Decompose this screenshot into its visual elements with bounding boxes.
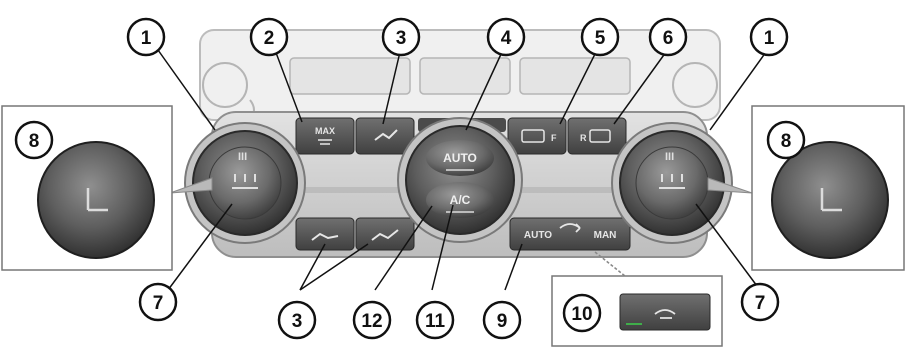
callout-1-left: 1 (128, 19, 164, 55)
callout-2: 2 (251, 19, 287, 55)
callout-9: 9 (484, 302, 520, 338)
callout-1-right: 1 (751, 19, 787, 55)
rear-defrost-label: R (580, 133, 587, 143)
auto-label: AUTO (443, 151, 477, 165)
recirculation-man-label: MAN (594, 230, 617, 241)
center-fan-knob[interactable]: AUTO A/C (398, 118, 522, 242)
svg-text:7: 7 (153, 293, 164, 314)
svg-text:8: 8 (781, 131, 792, 152)
callout-3-top: 3 (383, 19, 419, 55)
right-temperature-knob[interactable]: III (612, 123, 752, 243)
svg-text:5: 5 (595, 28, 606, 49)
callout-5: 5 (582, 19, 618, 55)
callout-7-right: 7 (742, 284, 778, 320)
callout-10: 10 (564, 295, 600, 331)
callout-4: 4 (488, 19, 524, 55)
max-defrost-button[interactable] (296, 118, 354, 154)
right-seat-heat-indicator: III (665, 151, 674, 163)
callout-6: 6 (650, 19, 686, 55)
callout-12: 12 (354, 302, 390, 338)
rear-defrost-button[interactable] (568, 118, 626, 154)
front-defrost-button[interactable] (508, 118, 566, 154)
callout-7-left: 7 (140, 284, 176, 320)
left-seat-heat-indicator: III (238, 151, 247, 163)
callout-3-bottom: 3 (279, 302, 315, 338)
recirculation-auto-label: AUTO (524, 230, 552, 241)
callout-8-left: 8 (16, 122, 52, 158)
max-defrost-label: MAX (315, 126, 335, 136)
front-defrost-label: F (551, 133, 557, 143)
svg-text:4: 4 (501, 28, 512, 49)
svg-text:8: 8 (29, 131, 40, 152)
svg-text:9: 9 (497, 311, 508, 332)
callout-8-right: 8 (768, 122, 804, 158)
svg-text:1: 1 (141, 28, 152, 49)
svg-text:7: 7 (755, 293, 766, 314)
svg-text:12: 12 (361, 311, 382, 332)
left-temperature-knob[interactable]: III (170, 123, 305, 243)
svg-text:11: 11 (425, 311, 446, 332)
svg-text:6: 6 (663, 28, 674, 49)
svg-text:10: 10 (571, 304, 592, 325)
left-rear-seat-knob[interactable] (38, 142, 154, 258)
svg-text:2: 2 (264, 28, 275, 49)
callout-11: 11 (417, 302, 453, 338)
svg-text:3: 3 (396, 28, 407, 49)
right-rear-seat-knob[interactable] (772, 142, 888, 258)
svg-text:3: 3 (292, 311, 303, 332)
svg-text:1: 1 (764, 28, 775, 49)
ac-label: A/C (450, 193, 471, 207)
